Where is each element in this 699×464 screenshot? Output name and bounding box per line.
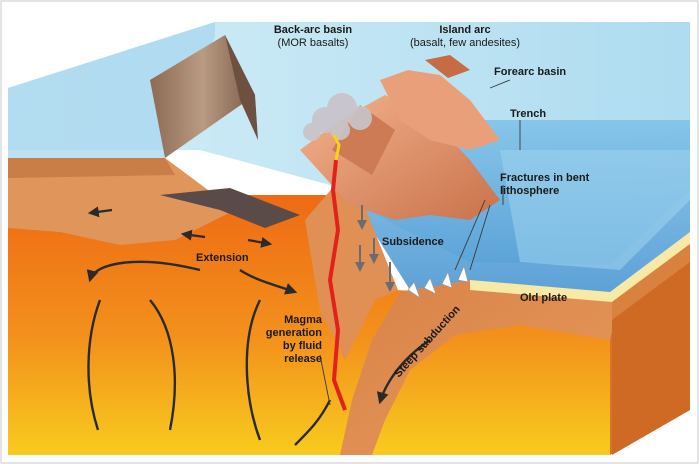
label-old-plate: Old plate (520, 292, 567, 304)
label-fractures-line2: lithosphere (500, 185, 559, 197)
label-magma-line3: by fluid (250, 340, 322, 352)
label-forearc-basin: Forearc basin (494, 66, 566, 78)
label-magma-line1: Magma (250, 314, 322, 326)
label-extension: Extension (196, 252, 249, 264)
label-back-arc-basin: Back-arc basin (248, 24, 378, 36)
label-back-arc-basin-sub: (MOR basalts) (248, 37, 378, 49)
label-trench: Trench (510, 108, 546, 120)
label-magma-line2: generation (250, 327, 322, 339)
label-island-arc-sub: (basalt, few andesites) (380, 37, 550, 49)
label-magma-line4: release (250, 353, 322, 365)
label-island-arc: Island arc (380, 24, 550, 36)
label-fractures-line1: Fractures in bent (500, 172, 589, 184)
left-crust-top (8, 158, 175, 178)
label-subsidence: Subsidence (382, 236, 444, 248)
